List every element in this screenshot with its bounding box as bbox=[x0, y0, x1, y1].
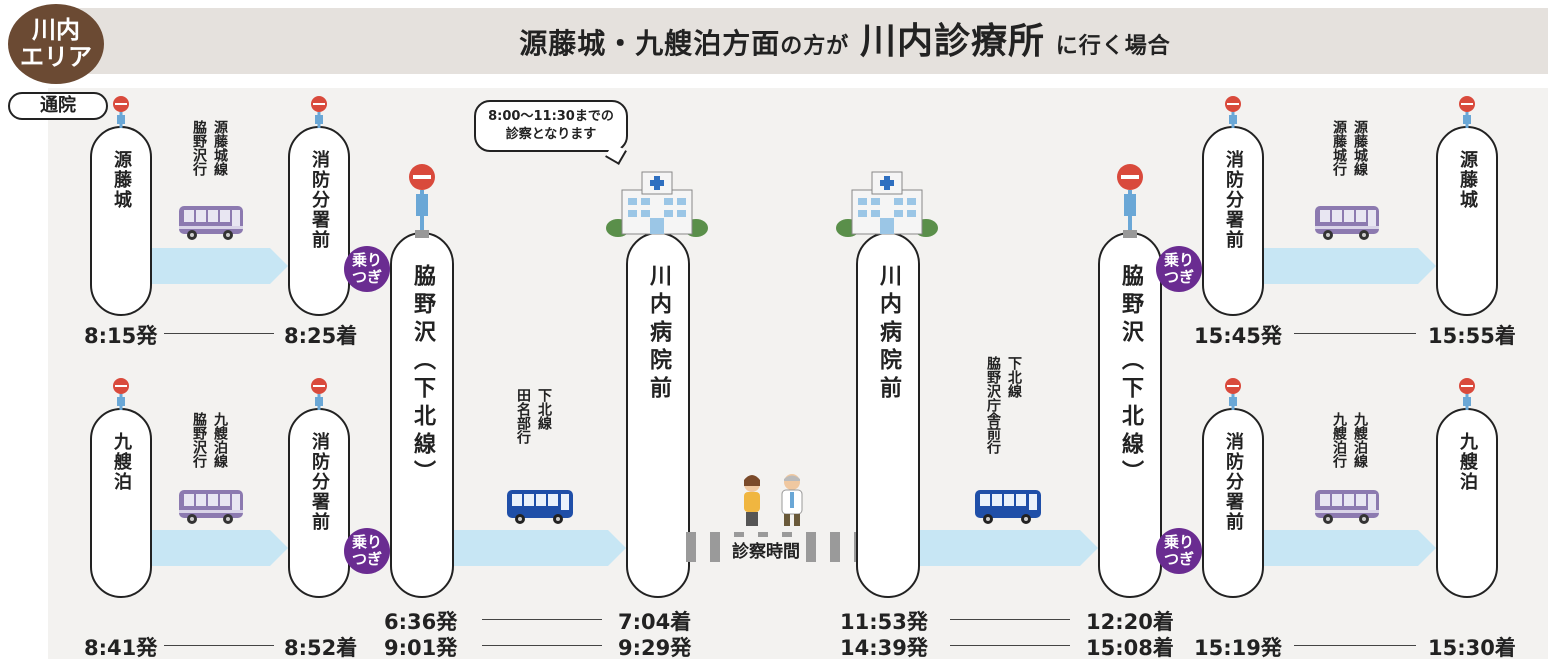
time-arr: 9:29発 bbox=[618, 636, 692, 660]
hospital-icon bbox=[606, 171, 708, 237]
stop-kusodomari: 九艘泊 bbox=[90, 408, 152, 598]
arrow-shobo-gentojo bbox=[1264, 248, 1436, 284]
time-arr: 15:55着 bbox=[1428, 324, 1516, 348]
bus-stop-icon bbox=[409, 164, 435, 238]
stop-label: 源藤城 bbox=[1457, 150, 1478, 210]
arrow-hospital-waki bbox=[920, 530, 1098, 566]
time-arr: 15:30着 bbox=[1428, 636, 1516, 660]
route-gentojo-line: 源藤城線 脇野沢行 bbox=[191, 120, 228, 176]
transfer-badge: 乗り つぎ bbox=[344, 246, 390, 292]
time-arr: 12:20着 bbox=[1086, 610, 1174, 634]
bus-icon bbox=[975, 490, 1041, 524]
time-dep: 15:45発 bbox=[1194, 324, 1282, 348]
stop-label: 川内病院前 bbox=[646, 264, 671, 404]
bus-stop-icon bbox=[1459, 96, 1475, 128]
arrow-gentojo-shobo bbox=[152, 248, 288, 284]
area-badge: 川内 エリア bbox=[8, 4, 104, 84]
bus-icon bbox=[179, 490, 243, 524]
time-dep: 8:15発 bbox=[84, 324, 158, 348]
stop-label: 消防分署前 bbox=[309, 432, 330, 532]
title-particle: の方が bbox=[780, 34, 850, 59]
bus-stop-icon bbox=[1459, 378, 1475, 410]
arrow-shobo-kusodomari bbox=[1264, 530, 1436, 566]
stop-label: 消防分署前 bbox=[1223, 150, 1244, 250]
diagram-panel bbox=[48, 88, 1548, 659]
bus-icon bbox=[1315, 206, 1379, 240]
route-shimokita-wakinosawa: 下北線 脇野沢庁舎前行 bbox=[985, 356, 1022, 454]
connector-line bbox=[950, 645, 1070, 646]
title-suffix: に行く場合 bbox=[1055, 34, 1171, 59]
bus-icon bbox=[1315, 490, 1379, 524]
time-dep: 14:39発 bbox=[840, 636, 928, 660]
transfer-badge: 乗り つぎ bbox=[344, 528, 390, 574]
consult-label: 診察時間 bbox=[728, 537, 804, 562]
arrow-waki-hospital bbox=[454, 530, 626, 566]
stop-label: 脇野沢（下北線） bbox=[410, 264, 435, 488]
stop-hospital-left: 川内病院前 bbox=[626, 232, 690, 598]
page-title: 源藤城・九艘泊方面の方が 川内診療所 に行く場合 bbox=[290, 14, 1400, 70]
connector-line bbox=[164, 645, 274, 646]
transfer-label: 乗り つぎ bbox=[1163, 251, 1194, 286]
consult-hours-bubble: 8:00〜11:30までの 診察となります bbox=[474, 100, 628, 152]
connector-line bbox=[482, 645, 602, 646]
arrow-kusodomari-shobo bbox=[152, 530, 288, 566]
connector-line bbox=[164, 333, 274, 334]
stop-wakinosawa-right: 脇野沢（下北線） bbox=[1098, 232, 1162, 598]
time-dep: 6:36発 bbox=[384, 610, 458, 634]
stop-label: 九艘泊 bbox=[1457, 432, 1478, 492]
route-kusodomari-line-return: 九艘泊線 九艘泊行 bbox=[1331, 412, 1368, 468]
time-arr: 8:52着 bbox=[284, 636, 358, 660]
stop-shobo-bottom: 消防分署前 bbox=[288, 408, 350, 598]
stop-label: 川内病院前 bbox=[876, 264, 901, 404]
stop-label: 源藤城 bbox=[111, 150, 132, 210]
bus-icon bbox=[507, 490, 573, 524]
route-kusodomari-line: 九艘泊線 脇野沢行 bbox=[191, 412, 228, 468]
title-origin: 源藤城・九艘泊方面 bbox=[519, 27, 781, 60]
time-arr: 7:04着 bbox=[618, 610, 692, 634]
visit-badge: 通院 bbox=[8, 92, 108, 120]
time-dep: 11:53発 bbox=[840, 610, 928, 634]
connector-line bbox=[482, 619, 602, 620]
stop-wakinosawa-left: 脇野沢（下北線） bbox=[390, 232, 454, 598]
route-shimokita-tanabe: 下北線 田名部行 bbox=[515, 388, 552, 444]
connector-line bbox=[950, 619, 1070, 620]
bus-stop-icon bbox=[113, 378, 129, 410]
bus-icon bbox=[179, 206, 243, 240]
stop-label: 脇野沢（下北線） bbox=[1118, 264, 1143, 488]
transfer-label: 乗り つぎ bbox=[1163, 533, 1194, 568]
stop-kusodomari-return: 九艘泊 bbox=[1436, 408, 1498, 598]
stop-label: 消防分署前 bbox=[1223, 432, 1244, 532]
bus-stop-icon bbox=[1225, 96, 1241, 128]
area-badge-text: 川内 エリア bbox=[20, 16, 92, 71]
doctor-patient-icon bbox=[744, 474, 803, 526]
time-dep: 15:19発 bbox=[1194, 636, 1282, 660]
stop-label: 九艘泊 bbox=[111, 432, 132, 492]
bus-stop-icon bbox=[1225, 378, 1241, 410]
bus-stop-icon bbox=[311, 96, 327, 128]
stop-hospital-right: 川内病院前 bbox=[856, 232, 920, 598]
stop-shobo-return-top: 消防分署前 bbox=[1202, 126, 1264, 316]
transfer-label: 乗り つぎ bbox=[351, 533, 382, 568]
stop-gentojo: 源藤城 bbox=[90, 126, 152, 316]
stop-gentojo-return: 源藤城 bbox=[1436, 126, 1498, 316]
stop-shobo-top: 消防分署前 bbox=[288, 126, 350, 316]
time-arr: 8:25着 bbox=[284, 324, 358, 348]
transfer-label: 乗り つぎ bbox=[351, 251, 382, 286]
stop-shobo-return-bottom: 消防分署前 bbox=[1202, 408, 1264, 598]
hospital-icon bbox=[836, 171, 938, 237]
title-destination: 川内診療所 bbox=[860, 21, 1046, 62]
bus-stop-icon bbox=[311, 378, 327, 410]
route-gentojo-line-return: 源藤城線 源藤城行 bbox=[1331, 120, 1368, 176]
stop-label: 消防分署前 bbox=[309, 150, 330, 250]
bus-stop-icon bbox=[1117, 164, 1143, 238]
time-arr: 15:08着 bbox=[1086, 636, 1174, 660]
transfer-badge: 乗り つぎ bbox=[1156, 246, 1202, 292]
time-dep: 9:01発 bbox=[384, 636, 458, 660]
bus-stop-icon bbox=[113, 96, 129, 128]
connector-line bbox=[1294, 333, 1416, 334]
transfer-badge: 乗り つぎ bbox=[1156, 528, 1202, 574]
header-bar bbox=[48, 8, 1548, 74]
time-dep: 8:41発 bbox=[84, 636, 158, 660]
connector-line bbox=[1294, 645, 1416, 646]
